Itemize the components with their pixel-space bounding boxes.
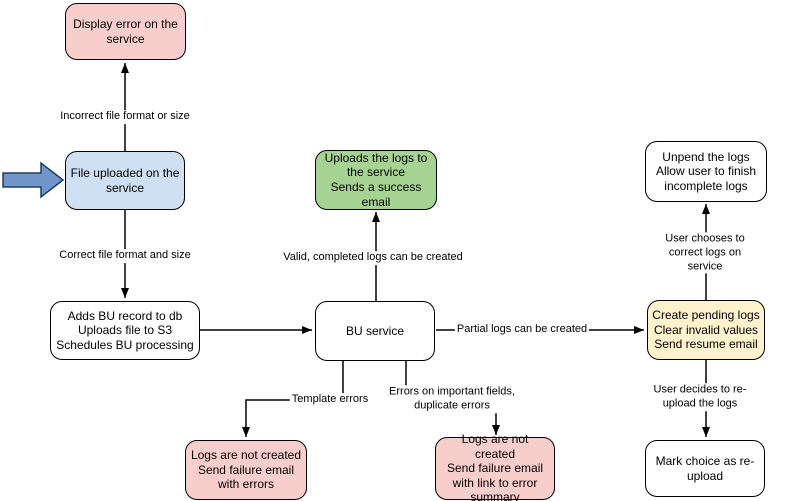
node-logs-not-created-errors: Logs are not created Send failure email … bbox=[185, 440, 307, 500]
node-file-uploaded: File uploaded on the service bbox=[65, 151, 185, 210]
node-mark-choice-reupload: Mark choice as re- upload bbox=[645, 440, 765, 497]
node-logs-not-created-summary: Logs are not created Send failure email … bbox=[435, 432, 555, 501]
edge-label-valid-completed-logs: Valid, completed logs can be created bbox=[281, 251, 465, 265]
edge-label-important-field-errors: Errors on important fields, duplicate er… bbox=[387, 385, 517, 413]
node-create-pending-logs: Create pending logs Clear invalid values… bbox=[647, 300, 765, 360]
edge-label-incorrect-file: Incorrect file format or size bbox=[58, 110, 192, 124]
entry-arrow-icon bbox=[2, 161, 65, 199]
node-unpend-logs: Unpend the logs Allow user to finish inc… bbox=[645, 141, 767, 202]
edge-label-partial-logs: Partial logs can be created bbox=[454, 323, 590, 337]
edge-label-template-errors: Template errors bbox=[289, 393, 371, 407]
edge-label-user-corrects-logs: User chooses to correct logs on service bbox=[657, 232, 753, 274]
edge-label-correct-file: Correct file format and size bbox=[57, 249, 193, 263]
node-uploads-logs-success: Uploads the logs to the service Sends a … bbox=[315, 150, 437, 210]
node-adds-bu-record: Adds BU record to db Uploads file to S3 … bbox=[50, 301, 200, 360]
node-bu-service: BU service bbox=[315, 301, 435, 361]
node-display-error: Display error on the service bbox=[65, 3, 186, 60]
edge-label-user-reuploads-logs: User decides to re-upload the logs bbox=[649, 383, 751, 411]
